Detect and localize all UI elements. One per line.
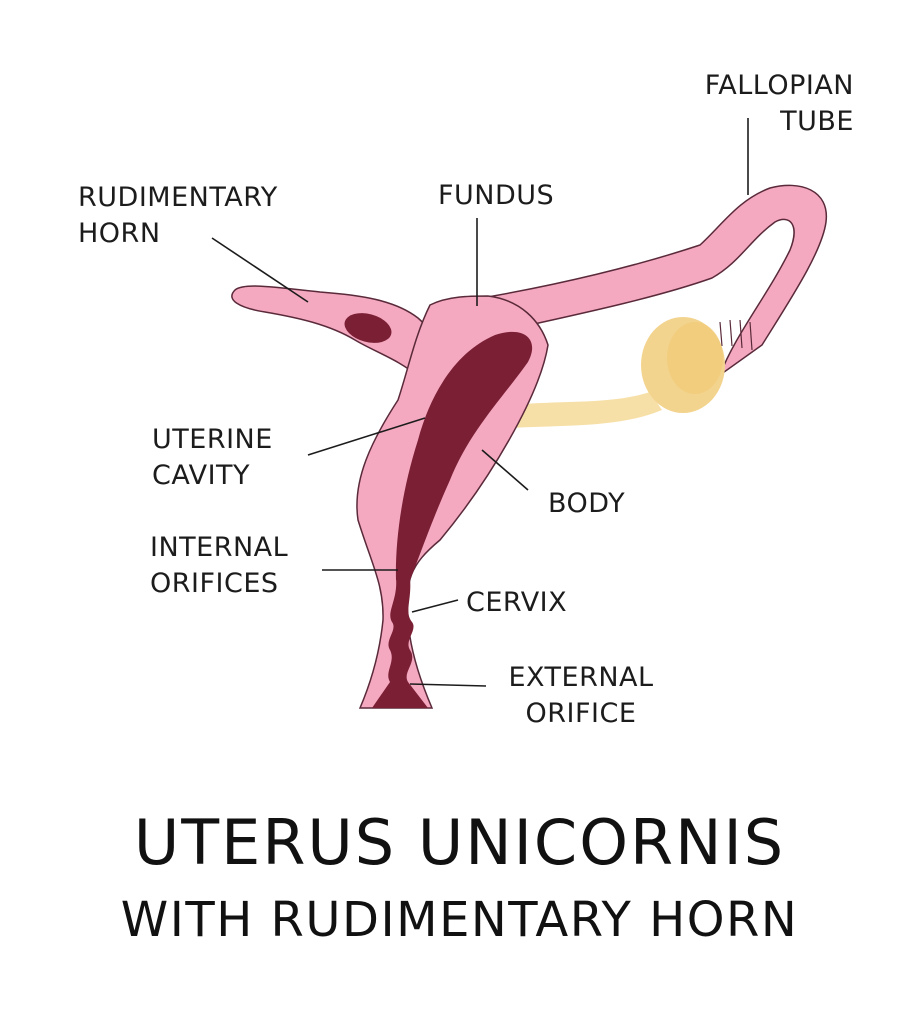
leader-body <box>481 449 529 491</box>
label-uterine-cavity: UTERINE CAVITY <box>152 424 273 491</box>
fimbriae <box>719 319 753 351</box>
diagram-subtitle: WITH RUDIMENTARY HORN <box>120 892 799 948</box>
cervical-canal <box>372 578 428 708</box>
uterus-illustration <box>211 118 827 709</box>
ovary-highlight <box>667 322 723 394</box>
rudimentary-horn-cavity <box>344 313 392 343</box>
ovarian-ligament <box>510 392 662 428</box>
leader-uterine-cavity <box>307 417 426 456</box>
leader-cervix <box>411 599 459 613</box>
uterine-cavity-shape <box>395 331 533 580</box>
label-fallopian-tube: FALLOPIAN TUBE <box>704 70 854 137</box>
fallopian-tube-shape <box>469 184 827 378</box>
label-fundus: FUNDUS <box>438 180 555 211</box>
label-internal-orifices: INTERNAL ORIFICES <box>150 532 289 599</box>
leader-rudimentary-horn <box>211 237 309 303</box>
diagram-title: UTERUS UNICORNIS <box>133 806 786 879</box>
rudimentary-horn-shape <box>231 285 443 379</box>
label-external-orifice: EXTERNAL ORIFICE <box>508 662 654 729</box>
label-body: BODY <box>548 488 626 519</box>
leader-lines <box>211 118 749 687</box>
label-rudimentary-horn: RUDIMENTARY HORN <box>78 182 278 249</box>
leader-external-orifice <box>409 683 487 687</box>
label-cervix: CERVIX <box>466 587 568 618</box>
